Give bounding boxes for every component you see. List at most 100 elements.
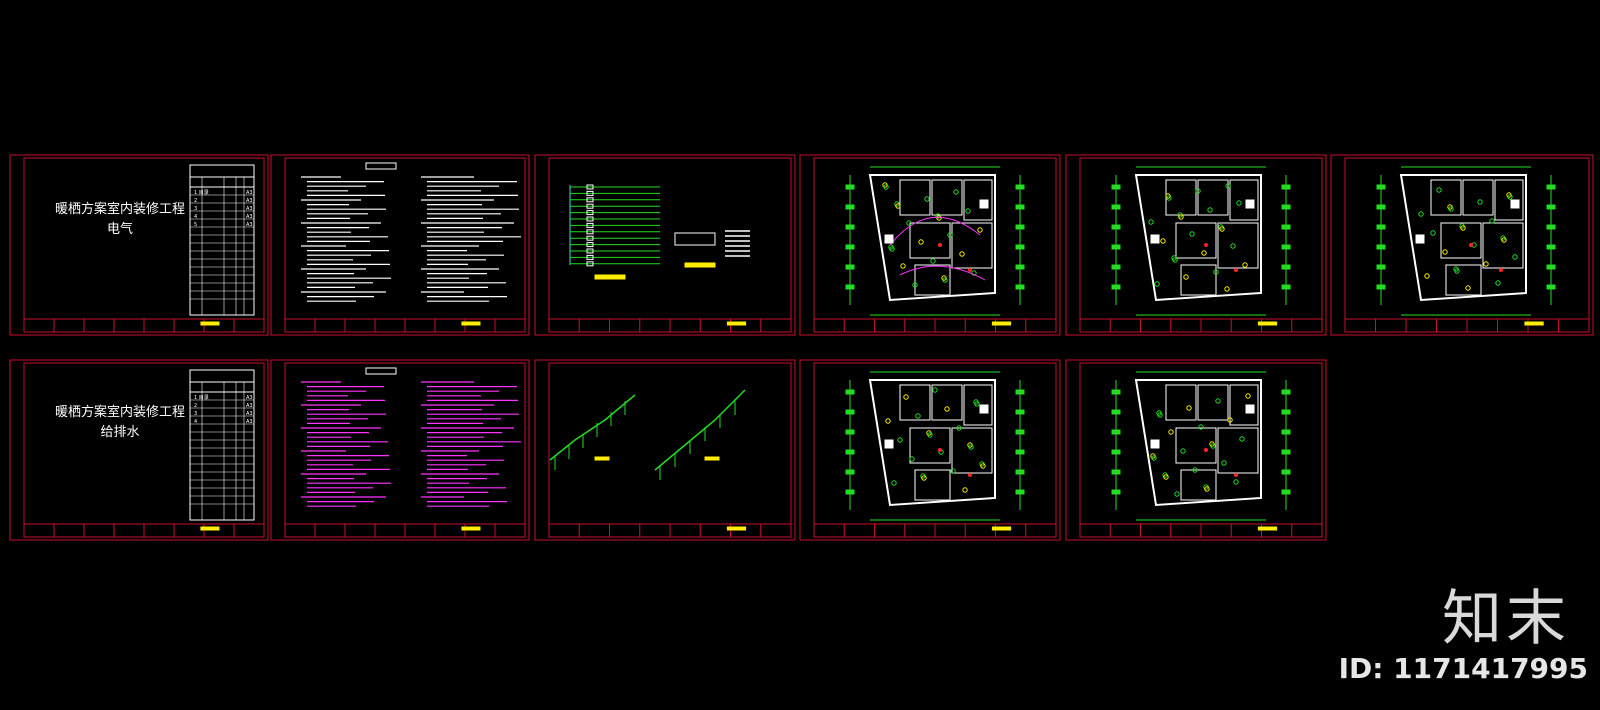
fixture-symbol — [1454, 268, 1460, 274]
sheet-s6 — [1330, 154, 1594, 336]
fixture-symbol — [942, 277, 948, 283]
outer-wall — [1134, 174, 1262, 302]
breaker-symbol — [586, 261, 594, 267]
fixture-symbol — [936, 215, 942, 221]
fixture-symbol — [1225, 183, 1231, 189]
room-wall — [1229, 384, 1259, 426]
fixture-symbol — [1157, 412, 1163, 418]
index-row-text: 4 — [194, 419, 197, 425]
fixture-symbol — [1172, 257, 1178, 263]
fixture-symbol — [1501, 237, 1507, 243]
fixture-symbol — [1239, 436, 1245, 442]
dimension-tag — [1281, 429, 1291, 435]
equipment-marker — [1204, 448, 1208, 452]
fixture-symbol — [927, 432, 933, 438]
sheet-inner-border — [284, 157, 526, 333]
pipe-label — [594, 456, 610, 461]
room-wall — [963, 384, 993, 426]
sheet-s8 — [270, 359, 530, 541]
breaker-symbol — [586, 222, 594, 228]
room-wall — [914, 264, 951, 296]
fixture-symbol — [1198, 424, 1204, 430]
fixture-symbol — [1195, 188, 1201, 194]
room-wall — [1175, 222, 1217, 259]
dimension-tag — [1015, 184, 1025, 190]
index-row-text: 1 目录 — [194, 189, 209, 196]
dimension-tag — [845, 409, 855, 415]
fixture-symbol — [918, 239, 924, 245]
breaker-symbol — [586, 216, 594, 222]
fixture-symbol — [900, 263, 906, 269]
index-row-size: A3 — [246, 190, 253, 196]
fixture-symbol — [1507, 194, 1513, 200]
dimension-tag — [1546, 284, 1556, 290]
index-row-size: A3 — [246, 198, 253, 204]
fixture-symbol — [1224, 286, 1230, 292]
title-block-mark — [726, 526, 747, 531]
dimension-tag — [845, 284, 855, 290]
room-wall — [1462, 179, 1494, 216]
cover-title-line2: 电气 — [106, 222, 133, 237]
room-wall — [909, 222, 951, 259]
column-block — [884, 234, 894, 244]
cover-title-line1: 暖栖方案室内装修工程 — [54, 405, 185, 420]
sheet-border — [9, 359, 269, 541]
pipe-label — [704, 456, 720, 461]
dimension-tag — [1111, 449, 1121, 455]
dimension-tag — [1111, 224, 1121, 230]
breaker-symbol — [586, 254, 594, 260]
dimension-tag — [1281, 204, 1291, 210]
room-wall — [1482, 222, 1524, 269]
fixture-symbol — [950, 468, 956, 474]
dimension-tag — [1376, 184, 1386, 190]
breaker-symbol — [586, 210, 594, 216]
fixture-symbol — [1160, 238, 1166, 244]
sheet-inner-border — [284, 362, 526, 538]
dimension-tag — [1015, 264, 1025, 270]
fixture-symbol — [885, 418, 891, 424]
index-row-text: 3 — [194, 206, 197, 212]
fixture-symbol — [1210, 443, 1216, 449]
dimension-tag — [1111, 184, 1121, 190]
index-row-text: 5 — [194, 222, 197, 228]
room-wall — [1229, 179, 1259, 221]
fixture-symbol — [883, 184, 889, 190]
fixture-symbol — [1430, 230, 1436, 236]
room-wall — [1180, 264, 1217, 296]
index-row-size: A3 — [246, 419, 253, 425]
breaker-symbol — [586, 235, 594, 241]
index-table — [189, 369, 255, 521]
fixture-symbol — [1168, 429, 1174, 435]
dimension-tag — [1015, 409, 1025, 415]
dimension-tag — [1281, 389, 1291, 395]
column-block — [979, 199, 989, 209]
fixture-symbol — [906, 220, 912, 226]
dimension-tag — [1376, 204, 1386, 210]
room-wall — [951, 222, 993, 269]
room-wall — [1440, 222, 1482, 259]
fixture-symbol — [1245, 393, 1251, 399]
sheet-border — [799, 154, 1061, 336]
index-row-size: A3 — [246, 395, 253, 401]
sheet-border — [799, 359, 1061, 541]
fixture-symbol — [1477, 199, 1483, 205]
room-wall — [1217, 222, 1259, 269]
fixture-symbol — [1233, 479, 1239, 485]
fixture-symbol — [1163, 474, 1169, 480]
pipe-run — [654, 389, 746, 471]
sheet-s3 — [534, 154, 796, 336]
fixture-symbol — [1154, 281, 1160, 287]
title-block-mark — [991, 321, 1012, 326]
breaker-symbol — [586, 229, 594, 235]
room-wall — [1494, 179, 1524, 221]
dimension-tag — [1111, 429, 1121, 435]
equipment-marker — [1499, 268, 1503, 272]
fixture-symbol — [1442, 249, 1448, 255]
sheet-border — [1330, 154, 1594, 336]
fixture-symbol — [1186, 405, 1192, 411]
sheet-s2 — [270, 154, 530, 336]
dimension-tag — [1281, 409, 1291, 415]
dimension-tag — [1111, 204, 1121, 210]
dimension-tag — [845, 389, 855, 395]
